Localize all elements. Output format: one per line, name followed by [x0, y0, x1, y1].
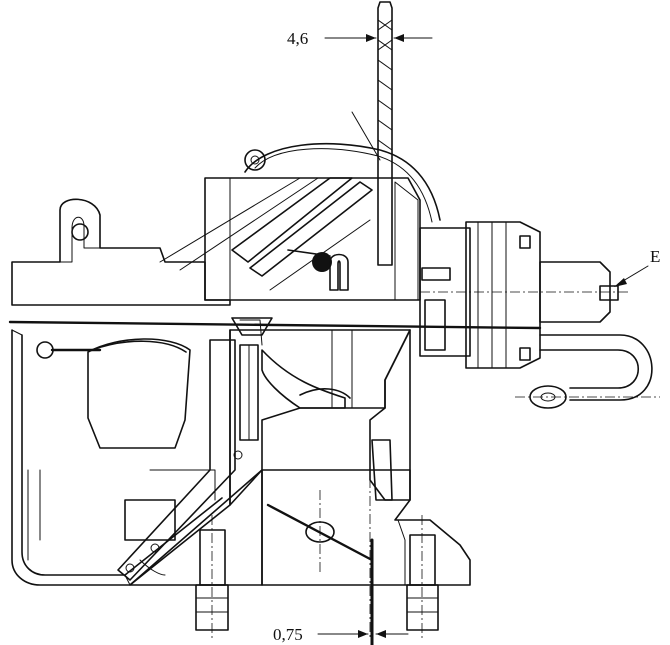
drill-bit-gauge [377, 1, 393, 266]
air-horn-body [159, 142, 441, 301]
point-marker-label: E [650, 247, 660, 266]
throttle-body [125, 450, 471, 645]
diaphragm-housing [419, 221, 630, 369]
top-dimension-label: 4,6 [287, 29, 308, 48]
j-hook-tube [515, 334, 660, 409]
top-dimension-line: 4,6 [287, 29, 433, 48]
marker-e: E [614, 247, 660, 287]
venturi-body [117, 317, 411, 581]
bottom-dimension-line: 0,75 [273, 625, 409, 644]
float-bowl [11, 198, 231, 586]
bottom-dimension-label: 0,75 [273, 625, 303, 644]
